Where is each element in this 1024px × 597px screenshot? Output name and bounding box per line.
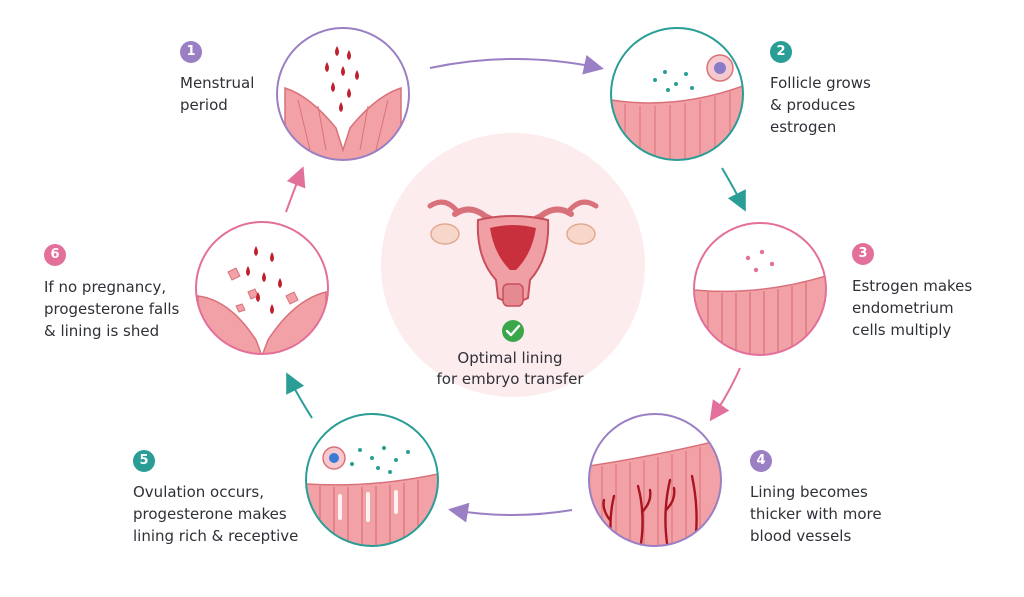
arrow-3-to-4 — [709, 367, 741, 422]
uterus-illustration — [427, 199, 599, 307]
stage-3-label: Estrogen makes endometrium cells multipl… — [852, 277, 973, 339]
stage-2-badge: 2 — [770, 41, 792, 63]
stage-5-illustration — [306, 414, 438, 546]
arrow-5-to-6 — [286, 372, 313, 419]
stage-4-label: Lining becomes thicker with more blood v… — [750, 483, 882, 545]
arrow-4-to-5 — [448, 502, 573, 523]
stage-6-label: If no pregnancy, progesterone falls & li… — [44, 278, 180, 340]
center-caption: Optimal lining for embryo transfer — [410, 348, 610, 390]
stage-5-label: Ovulation occurs, progesterone makes lin… — [133, 483, 299, 545]
stage-6-badge: 6 — [44, 244, 66, 266]
arrow-6-to-1 — [285, 166, 306, 213]
center-caption-line-1: Optimal lining — [457, 349, 563, 367]
stage-4-illustration — [589, 414, 721, 546]
arrow-2-to-3 — [721, 167, 746, 212]
arrow-1-to-2 — [429, 54, 604, 75]
stage-2-label: Follicle grows & produces estrogen — [770, 74, 871, 136]
stage-1-label: Menstrual period — [180, 74, 255, 114]
center-caption-line-2: for embryo transfer — [436, 370, 584, 388]
stage-3-badge: 3 — [852, 243, 874, 265]
stage-3-illustration — [694, 223, 826, 355]
stage-1-illustration — [277, 28, 409, 160]
stage-1-badge: 1 — [180, 41, 202, 63]
stage-5-badge: 5 — [133, 450, 155, 472]
stage-6-illustration — [196, 222, 328, 354]
stage-4-badge: 4 — [750, 450, 772, 472]
stage-2-illustration — [611, 28, 743, 160]
